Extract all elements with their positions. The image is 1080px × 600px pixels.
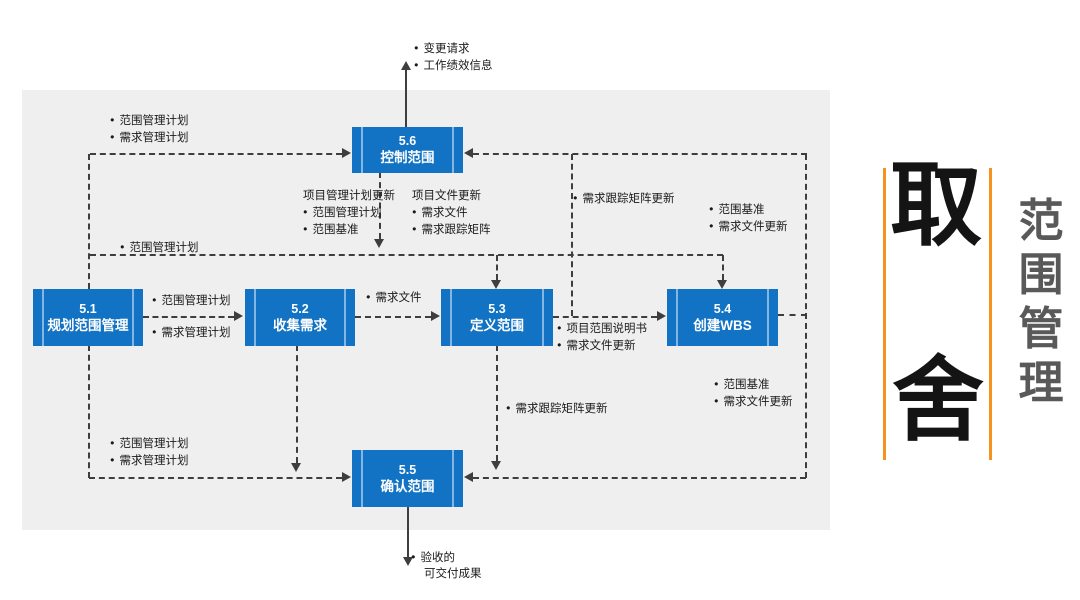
label-line: 需求管理计划 [110, 452, 189, 469]
flow-scope-plan-bus-horizontal [90, 254, 723, 256]
label-line: 需求跟踪矩阵 [412, 221, 491, 238]
label-line: 需求管理计划 [110, 129, 189, 146]
label-line: 范围基准 [714, 376, 793, 393]
label-line: 需求跟踪矩阵更新 [573, 190, 675, 207]
label-line: 工作绩效信息 [414, 57, 493, 74]
label-53-outputs: 项目范围说明书 需求文件更新 [557, 320, 648, 354]
process-box-5-6: 5.6 控制范围 [352, 127, 463, 173]
vertical-title: 范围管理 [1018, 195, 1064, 408]
arrowhead-into-52-left [234, 311, 243, 321]
label-accepted-deliverables: 验收的 可交付成果 [411, 549, 482, 582]
label-rtm-update-top: 需求跟踪矩阵更新 [573, 190, 675, 207]
label-line: 范围基准 [709, 201, 788, 218]
process-id: 5.5 [398, 462, 417, 477]
label-line: 需求管理计划 [152, 324, 231, 341]
process-id: 5.1 [79, 301, 97, 316]
process-box-5-2: 5.2 收集需求 [245, 289, 355, 346]
flow-51-down-vertical [88, 345, 90, 478]
label-line: 项目范围说明书 [557, 320, 648, 337]
process-id: 5.2 [291, 301, 309, 316]
flow-53-up-to-56-vertical [571, 154, 573, 316]
flow-54-to-right-side [778, 314, 807, 316]
flow-56-output-up-solid [405, 70, 407, 127]
label-line: 需求文件 [366, 289, 422, 306]
process-box-5-1: 5.1 规划范围管理 [33, 289, 143, 346]
label-line: 范围管理计划 [110, 112, 189, 129]
label-56-pm-plan-updates: 项目管理计划更新 范围管理计划 范围基准 [303, 188, 395, 238]
label-baseline-updates-top: 范围基准 需求文件更新 [709, 201, 788, 235]
label-line: 变更请求 [414, 40, 493, 57]
label-scope-plan-bus: 范围管理计划 [120, 239, 199, 256]
label-line: 需求文件更新 [709, 218, 788, 235]
label-56-inputs-left: 范围管理计划 需求管理计划 [110, 112, 189, 146]
label-56-doc-updates: 项目文件更新 需求文件 需求跟踪矩阵 [412, 188, 491, 238]
label-rtm-update-bottom: 需求跟踪矩阵更新 [506, 400, 608, 417]
process-box-5-4: 5.4 创建WBS [667, 289, 778, 346]
label-line: 可交付成果 [424, 568, 482, 580]
process-name: 创建WBS [693, 317, 752, 333]
arrowhead-52-down [291, 463, 301, 472]
process-id: 5.6 [398, 134, 417, 148]
flow-into-55-left-horizontal [89, 477, 342, 479]
flow-53-down-vertical [496, 345, 498, 461]
big-char-bottom: 舍 [892, 350, 985, 452]
arrowhead-into-53-top [491, 280, 501, 289]
label-header: 项目文件更新 [412, 190, 481, 202]
arrowhead-56-output-down [374, 239, 384, 248]
accent-bar-right [989, 168, 992, 460]
process-id: 5.3 [488, 301, 506, 316]
process-id: 5.4 [713, 301, 732, 316]
process-name: 定义范围 [470, 317, 524, 333]
label-line: 验收的 [411, 549, 482, 566]
label-52-to-53: 需求文件 [366, 289, 422, 306]
flow-right-side-vertical [805, 154, 807, 478]
arrowhead-56-output-up [401, 61, 411, 70]
arrowhead-55-output-down [403, 557, 413, 566]
flow-53-to-54 [553, 316, 657, 318]
flow-bus-into-53-vertical [496, 255, 498, 280]
label-line: 范围管理计划 [152, 292, 231, 309]
label-baseline-updates-right: 范围基准 需求文件更新 [714, 376, 793, 410]
label-line: 需求文件更新 [714, 393, 793, 410]
label-line: 需求文件更新 [557, 337, 647, 354]
big-char-top: 取 [890, 155, 983, 257]
label-line: 需求文件 [412, 204, 491, 221]
process-name: 规划范围管理 [47, 317, 129, 333]
accent-bar-left [883, 168, 886, 460]
flow-52-down-vertical [296, 345, 298, 463]
process-name: 收集需求 [273, 317, 327, 333]
arrowhead-into-54-top [717, 280, 727, 289]
label-line: 范围管理计划 [303, 204, 395, 221]
arrowhead-into-53-left [431, 311, 440, 321]
process-name: 控制范围 [380, 150, 435, 165]
flow-bus-into-54-vertical [722, 255, 724, 280]
arrowhead-into-56-left [342, 148, 351, 158]
flow-into-56-right-horizontal [473, 153, 807, 155]
label-line: 范围管理计划 [110, 435, 189, 452]
arrowhead-into-54-left [657, 311, 666, 321]
process-box-5-5: 5.5 确认范围 [352, 450, 463, 507]
arrowhead-53-down [491, 461, 501, 470]
label-line: 范围基准 [303, 221, 395, 238]
label-51-to-52-above: 范围管理计划 [152, 292, 231, 309]
process-box-5-3: 5.3 定义范围 [441, 289, 553, 346]
arrowhead-into-56-right [464, 148, 473, 158]
label-line: 需求跟踪矩阵更新 [506, 400, 608, 417]
label-header: 项目管理计划更新 [303, 190, 395, 202]
flow-55-output-down-solid [407, 507, 409, 558]
label-line: 范围管理计划 [120, 239, 199, 256]
flow-51-to-56-horizontal [90, 153, 342, 155]
label-51-to-52-below: 需求管理计划 [152, 324, 231, 341]
flow-51-to-56-vertical [88, 154, 90, 289]
arrowhead-into-55-left [342, 472, 351, 482]
flow-52-to-53 [355, 316, 431, 318]
flow-into-55-right-horizontal [473, 477, 806, 479]
flow-51-to-52 [143, 316, 234, 318]
process-name: 确认范围 [380, 478, 435, 494]
arrowhead-into-55-right [464, 472, 473, 482]
label-51-to-55: 范围管理计划 需求管理计划 [110, 435, 189, 469]
label-56-outputs-top: 变更请求 工作绩效信息 [414, 40, 493, 74]
